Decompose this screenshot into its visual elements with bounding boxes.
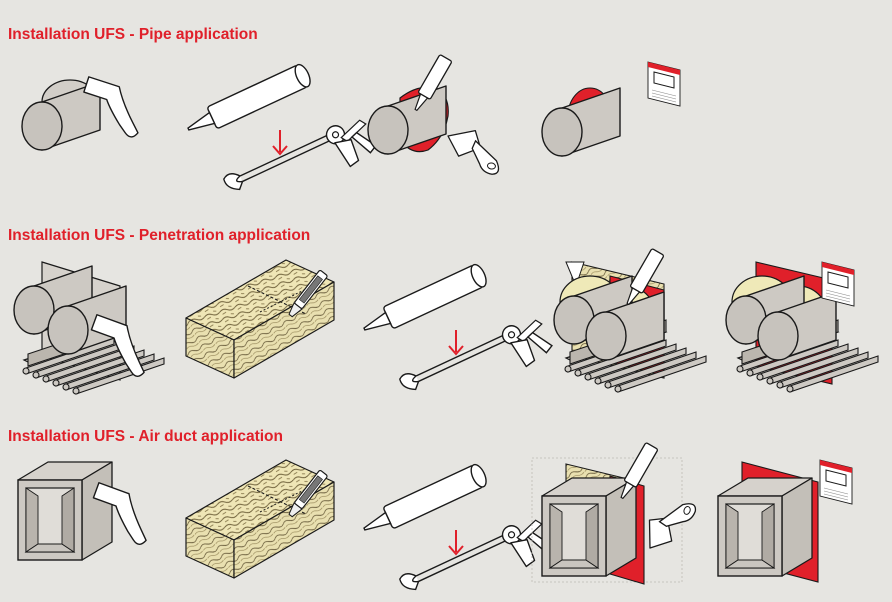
step-duct-label [717, 459, 853, 583]
step-penetration-load-cartridge [358, 261, 557, 419]
section-title-air-duct: Installation UFS - Air duct application [8, 428, 283, 445]
section-title-pipe: Installation UFS - Pipe application [8, 26, 258, 43]
section-title-penetration: Installation UFS - Penetration applicati… [8, 227, 311, 244]
step-penetration-apply-sealant [553, 247, 707, 393]
step-pipe-apply-sealant [367, 53, 506, 176]
step-penetration-label [725, 261, 879, 393]
step-penetration-cut-board [185, 259, 335, 379]
step-duct-clean [17, 461, 160, 561]
step-pipe-load-cartridge [182, 61, 381, 219]
step-duct-cut-board [185, 459, 335, 579]
step-pipe-label [541, 61, 681, 157]
step-duct-apply-sealant [531, 441, 698, 585]
step-duct-load-cartridge [358, 461, 557, 602]
step-penetration-clean [13, 261, 165, 395]
step-pipe-clean [21, 76, 151, 151]
